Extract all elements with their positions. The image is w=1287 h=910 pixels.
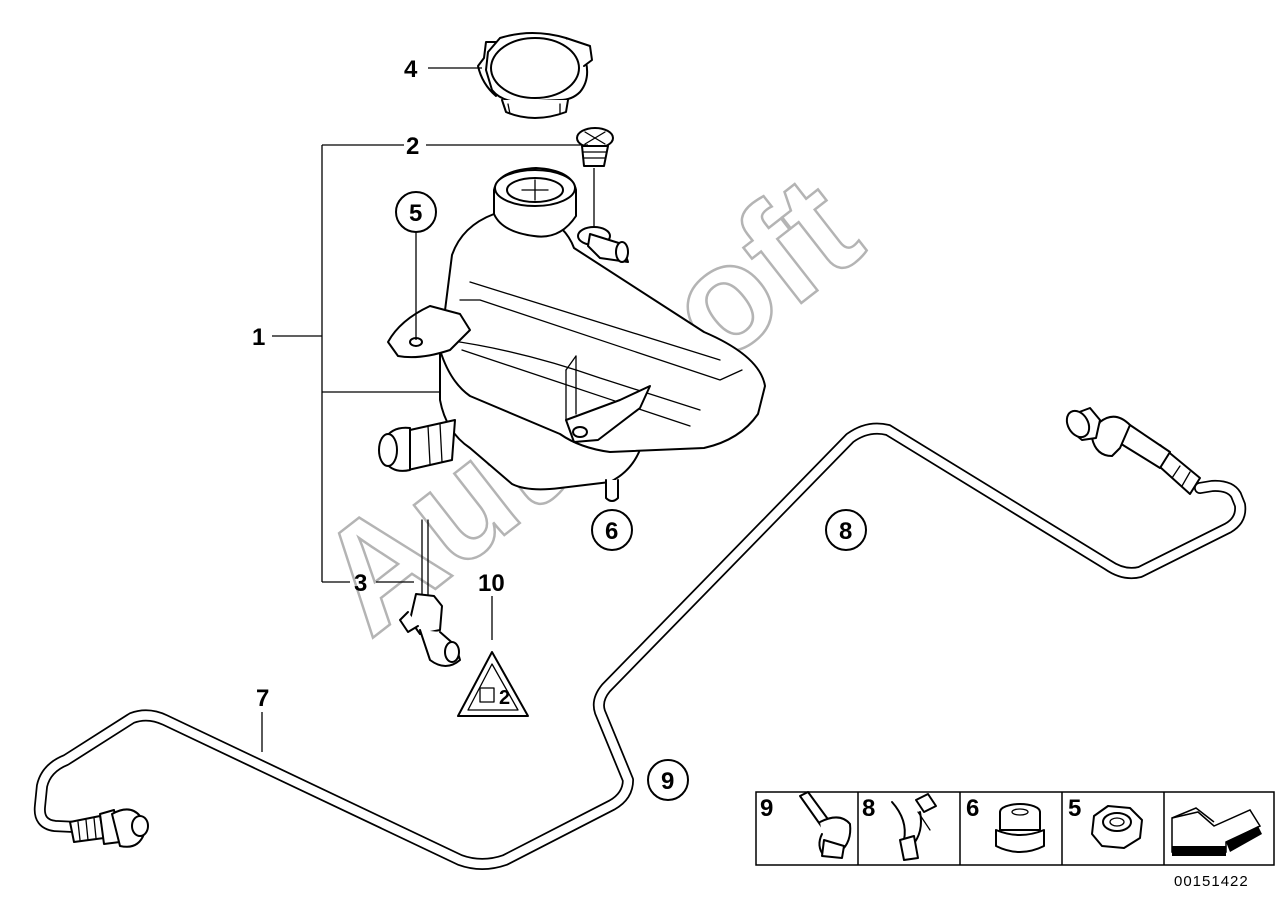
callout-bracket (261, 67, 588, 752)
callout-10: 10 (478, 570, 505, 597)
level-sensor (399, 519, 461, 667)
legend-num-1: 8 (862, 795, 875, 822)
callout-1: 1 (252, 324, 265, 351)
callout-7: 7 (256, 685, 269, 712)
cable-clip-icon (891, 793, 937, 861)
legend-num-2: 6 (966, 795, 979, 822)
callout-2: 2 (406, 133, 419, 160)
rubber-grommet-icon (995, 803, 1045, 853)
warning-label: 2 (457, 596, 529, 717)
callout-8: 8 (839, 518, 852, 545)
expansion-tank (378, 167, 766, 502)
bleed-screw (576, 127, 614, 232)
callout-6: 6 (605, 518, 618, 545)
legend-num-0: 9 (760, 795, 773, 822)
callout-9: 9 (661, 768, 674, 795)
legend-box: 9 8 6 5 (755, 791, 1275, 866)
hose-lower (33, 422, 1247, 870)
hose-connector-right (1065, 407, 1201, 495)
hex-nut-icon (1091, 805, 1143, 849)
expansion-tank-cap (477, 32, 593, 119)
hose-clamp-icon (799, 791, 852, 859)
legend-num-3: 5 (1068, 795, 1081, 822)
diagram-reference-number: 00151422 (1174, 873, 1249, 890)
callout-9-circle: 9 (647, 759, 689, 801)
callout-3: 3 (354, 570, 367, 597)
direction-arrow-icon (1171, 807, 1262, 856)
warning-symbol-text: 2 (499, 687, 510, 709)
callout-6-circle: 6 (591, 509, 633, 551)
callout-5-circle: 5 (395, 191, 437, 233)
callout-8-circle: 8 (825, 509, 867, 551)
callout-5: 5 (409, 200, 422, 227)
hose-connector-left (69, 808, 149, 848)
callout-4: 4 (404, 56, 418, 83)
